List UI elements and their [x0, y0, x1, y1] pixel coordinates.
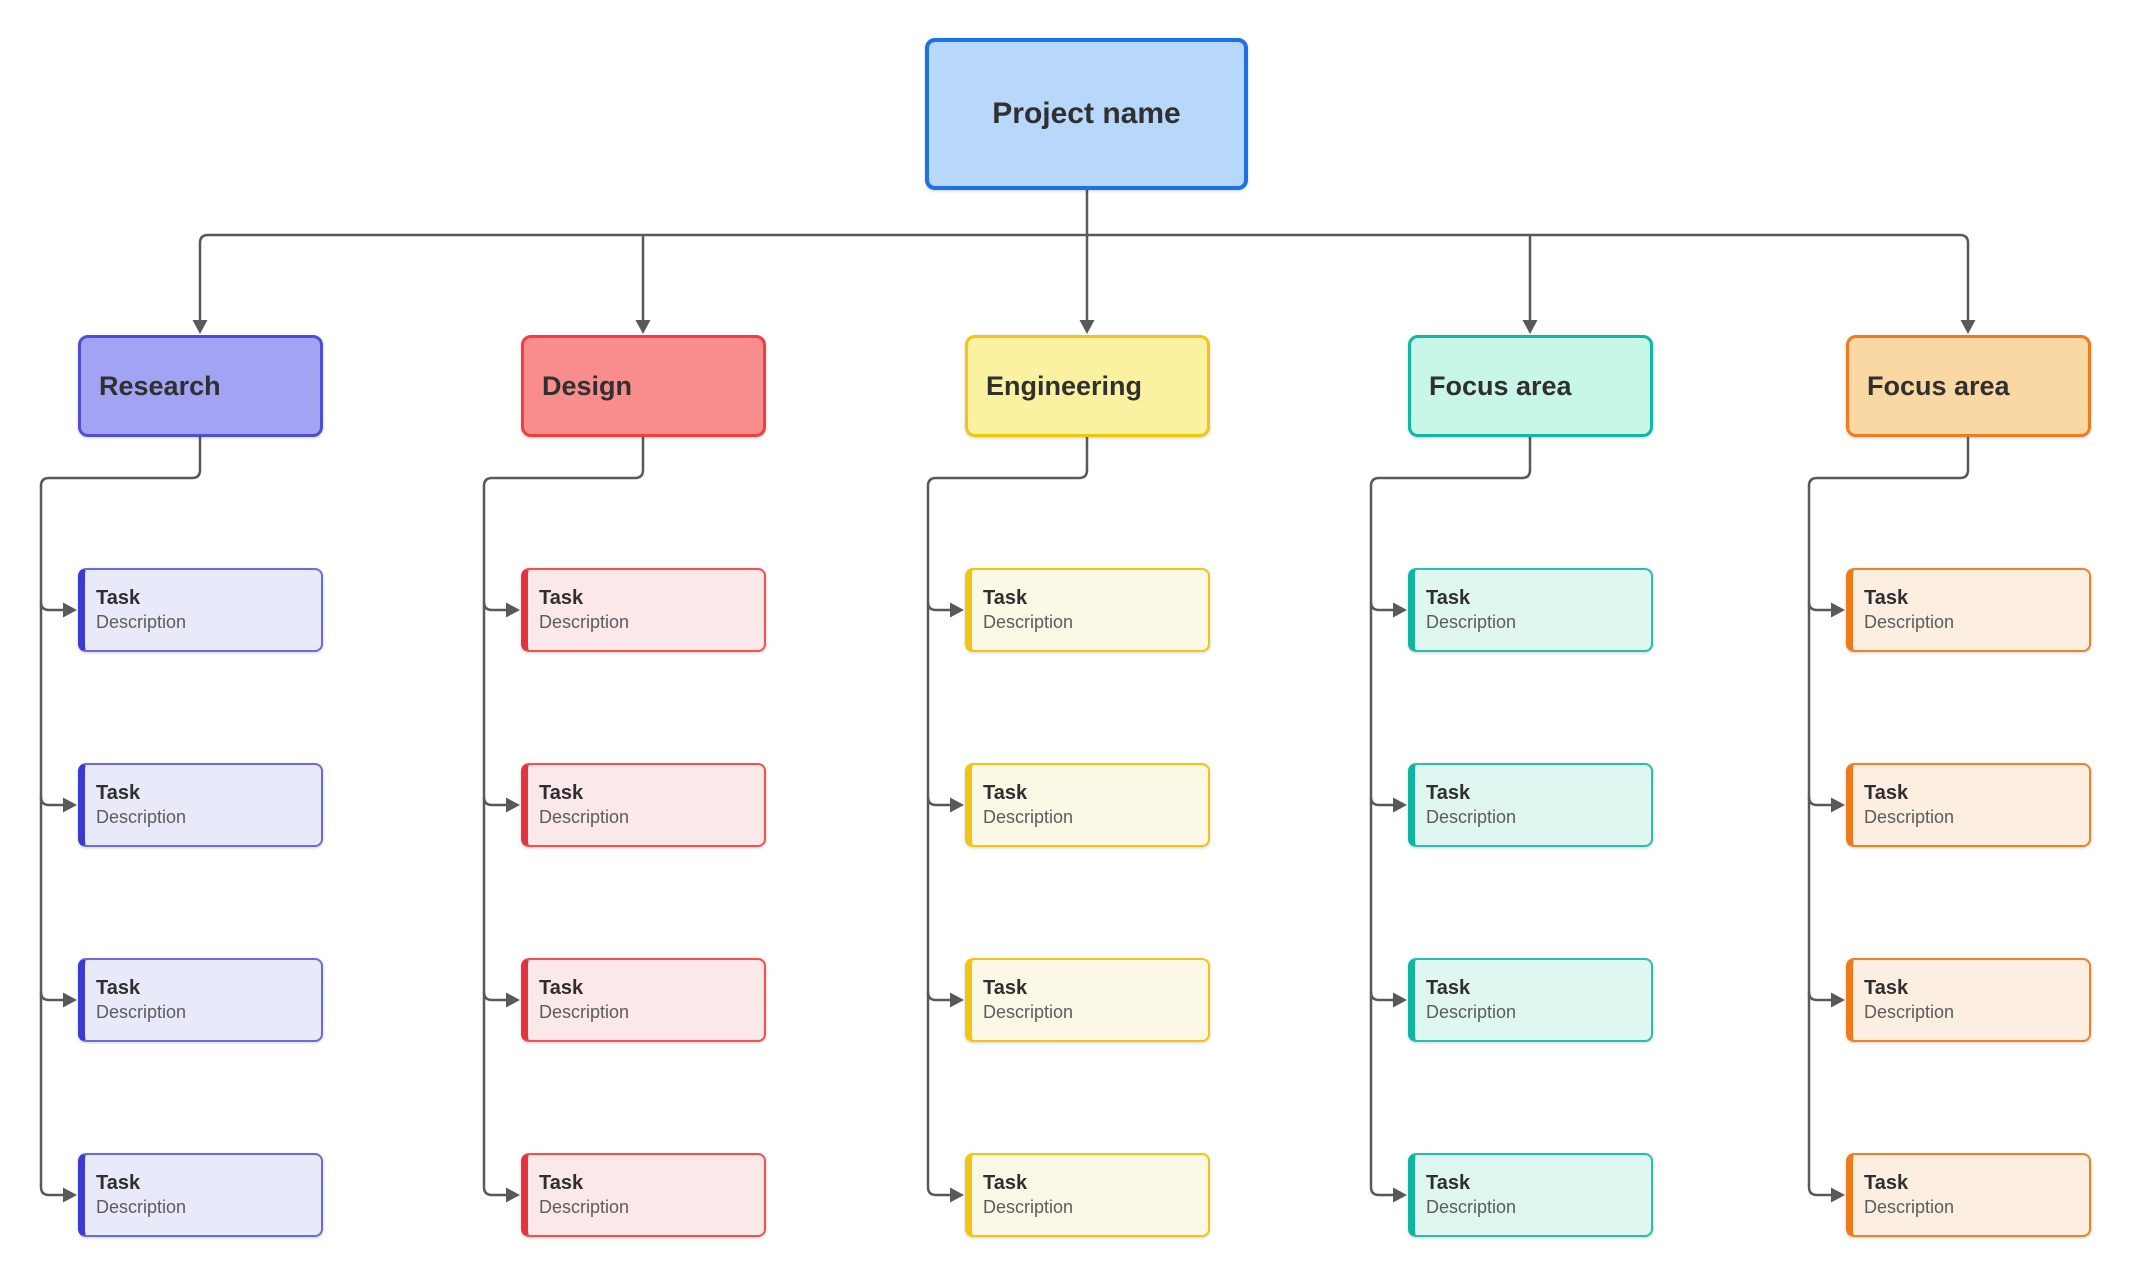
task-title: Task — [539, 587, 584, 610]
task-description: Description — [983, 807, 1074, 828]
task-title: Task — [1426, 1172, 1471, 1195]
task-description: Description — [983, 1197, 1074, 1218]
task-description: Description — [96, 612, 187, 633]
category-node-focus-area-teal[interactable]: Focus area — [1408, 335, 1653, 437]
task-title: Task — [1864, 782, 1909, 805]
task-node[interactable]: Task Description — [78, 568, 323, 652]
task-description: Description — [96, 1197, 187, 1218]
task-title: Task — [96, 587, 141, 610]
task-description: Description — [539, 1197, 630, 1218]
task-title: Task — [983, 587, 1028, 610]
task-description: Description — [539, 1002, 630, 1023]
task-node[interactable]: Task Description — [521, 568, 766, 652]
task-node[interactable]: Task Description — [1408, 1153, 1653, 1237]
task-description: Description — [1426, 807, 1517, 828]
task-description: Description — [1426, 612, 1517, 633]
task-title: Task — [96, 977, 141, 1000]
task-title: Task — [983, 1172, 1028, 1195]
task-description: Description — [983, 612, 1074, 633]
task-description: Description — [539, 612, 630, 633]
root-node-label: Project name — [992, 97, 1181, 130]
task-node[interactable]: Task Description — [965, 1153, 1210, 1237]
task-description: Description — [1426, 1197, 1517, 1218]
task-node[interactable]: Task Description — [965, 958, 1210, 1042]
category-label: Design — [542, 370, 633, 401]
category-label: Engineering — [986, 370, 1143, 401]
task-title: Task — [539, 782, 584, 805]
category-node-engineering[interactable]: Engineering — [965, 335, 1210, 437]
category-label: Focus area — [1867, 370, 2010, 401]
task-node[interactable]: Task Description — [78, 1153, 323, 1237]
task-description: Description — [539, 807, 630, 828]
task-title: Task — [1864, 977, 1909, 1000]
category-label: Research — [99, 370, 221, 401]
task-description: Description — [983, 1002, 1074, 1023]
task-title: Task — [539, 1172, 584, 1195]
task-node[interactable]: Task Description — [521, 763, 766, 847]
task-node[interactable]: Task Description — [1846, 568, 2091, 652]
task-node[interactable]: Task Description — [1408, 763, 1653, 847]
task-title: Task — [1864, 587, 1909, 610]
task-node[interactable]: Task Description — [521, 1153, 766, 1237]
task-node[interactable]: Task Description — [521, 958, 766, 1042]
task-description: Description — [96, 1002, 187, 1023]
task-description: Description — [1864, 807, 1955, 828]
task-title: Task — [96, 1172, 141, 1195]
task-description: Description — [1864, 612, 1955, 633]
task-title: Task — [983, 977, 1028, 1000]
task-title: Task — [1426, 782, 1471, 805]
task-description: Description — [1426, 1002, 1517, 1023]
category-node-design[interactable]: Design — [521, 335, 766, 437]
category-node-focus-area-orange[interactable]: Focus area — [1846, 335, 2091, 437]
task-title: Task — [1426, 587, 1471, 610]
task-node[interactable]: Task Description — [1846, 1153, 2091, 1237]
root-node[interactable]: Project name — [925, 38, 1248, 190]
task-node[interactable]: Task Description — [965, 763, 1210, 847]
task-title: Task — [983, 782, 1028, 805]
task-node[interactable]: Task Description — [78, 763, 323, 847]
task-node[interactable]: Task Description — [1408, 958, 1653, 1042]
category-node-research[interactable]: Research — [78, 335, 323, 437]
category-label: Focus area — [1429, 370, 1572, 401]
task-description: Description — [96, 807, 187, 828]
task-title: Task — [96, 782, 141, 805]
task-title: Task — [539, 977, 584, 1000]
task-node[interactable]: Task Description — [1846, 958, 2091, 1042]
task-node[interactable]: Task Description — [1846, 763, 2091, 847]
task-node[interactable]: Task Description — [1408, 568, 1653, 652]
task-node[interactable]: Task Description — [965, 568, 1210, 652]
task-title: Task — [1426, 977, 1471, 1000]
task-node[interactable]: Task Description — [78, 958, 323, 1042]
task-description: Description — [1864, 1002, 1955, 1023]
task-title: Task — [1864, 1172, 1909, 1195]
task-description: Description — [1864, 1197, 1955, 1218]
